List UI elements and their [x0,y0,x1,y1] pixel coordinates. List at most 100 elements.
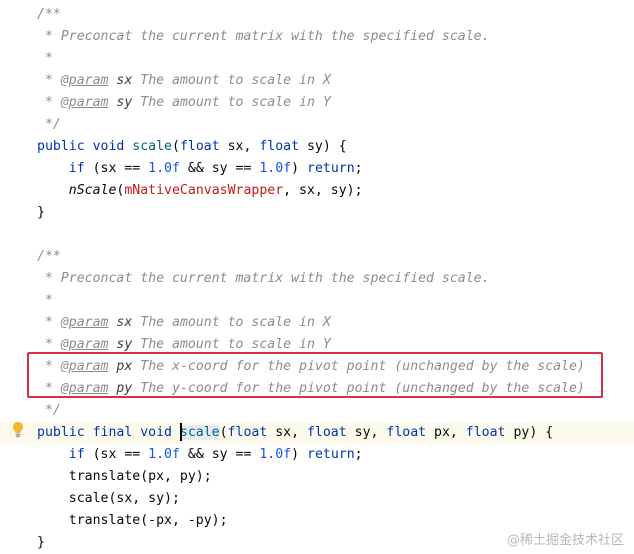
code-token: @param [60,73,109,88]
code-line[interactable]: * @param sx The amount to scale in X [0,312,634,334]
lightbulb-icon[interactable] [12,421,24,439]
code-line[interactable]: public void scale(float sx, float sy) { [0,136,634,158]
code-token [37,447,69,462]
code-line[interactable]: * @param sx The amount to scale in X [0,70,634,92]
code-line-text: public final void scale(float sx, float … [37,422,553,444]
code-line[interactable]: * @param py The y-coord for the pivot po… [0,378,634,400]
code-line-text: * @param sy The amount to scale in Y [37,334,331,356]
code-token: && sy == [179,161,260,176]
code-line[interactable]: /** [0,246,634,268]
code-token: 1.0f [148,161,180,176]
code-line[interactable]: * [0,290,634,312]
code-token: 1.0f [259,161,292,176]
code-line-text: scale(sx, sy); [37,488,180,510]
code-token: ( [219,425,228,440]
code-line[interactable]: */ [0,400,634,422]
code-line[interactable]: } [0,202,634,224]
code-line[interactable]: /** [0,4,634,26]
code-token: sy, [354,425,387,440]
watermark-text: @稀土掘金技术社区 [506,533,624,548]
code-token: @param [60,337,109,352]
code-line[interactable]: * @param px The x-coord for the pivot po… [0,356,634,378]
code-line-text: translate(-px, -py); [37,510,228,532]
code-line-text: * @param sx The amount to scale in X [37,70,331,92]
code-token: sy [116,95,133,110]
code-line[interactable]: translate(px, py); [0,466,634,488]
code-token: /** [37,7,61,22]
code-line-text: /** [37,4,61,26]
code-line-text: */ [37,114,61,136]
code-token: @param [60,381,109,396]
code-line-text: * @param sx The amount to scale in X [37,312,331,334]
code-line-text: * @param sy The amount to scale in Y [37,92,331,114]
code-line[interactable]: * Preconcat the current matrix with the … [0,268,634,290]
code-line[interactable]: * @param sy The amount to scale in Y [0,334,634,356]
code-token: ) [291,447,307,462]
code-token: return [307,447,355,462]
code-token: ; [354,447,363,462]
code-token: The amount to scale in X [132,315,331,330]
code-token: sx, [227,139,260,154]
code-line[interactable]: if (sx == 1.0f && sy == 1.0f) return; [0,444,634,466]
code-token: float [386,425,435,440]
code-token: if [68,161,93,176]
code-line[interactable]: * @param sy The amount to scale in Y [0,92,634,114]
code-token: * [37,95,61,110]
code-token: sy [116,337,133,352]
code-line-text: * Preconcat the current matrix with the … [37,268,490,290]
code-token: The amount to scale in X [132,73,331,88]
code-line[interactable]: public final void scale(float sx, float … [0,422,634,444]
code-token: (sx == [92,447,149,462]
text-caret [180,423,182,441]
code-token: } [37,205,45,220]
code-token: @param [60,359,109,374]
code-token: float [306,425,355,440]
code-line-text: * [37,290,53,312]
code-token: px, [434,425,466,440]
code-token: public final void [37,425,180,440]
code-line-text: if (sx == 1.0f && sy == 1.0f) return; [37,444,363,466]
code-token: The amount to scale in Y [132,95,331,110]
code-token: * Preconcat the current matrix with the … [37,271,490,286]
code-token: } [37,535,45,550]
code-token: scale [132,139,172,154]
code-token: * [37,337,61,352]
code-token: sx [116,315,133,330]
code-line-text: * Preconcat the current matrix with the … [37,26,490,48]
code-token: @param [60,315,109,330]
code-token: py [116,381,133,396]
code-line-text: if (sx == 1.0f && sy == 1.0f) return; [37,158,363,180]
code-line[interactable]: } [0,532,634,554]
code-token: public void [37,139,133,154]
code-line-text: nScale(mNativeCanvasWrapper, sx, sy); [37,180,363,202]
code-line-text: * [37,48,53,70]
code-line-text: } [37,202,45,224]
code-token: The amount to scale in Y [132,337,331,352]
code-token: ( [171,139,180,154]
code-line-text: public void scale(float sx, float sy) { [37,136,347,158]
code-line[interactable]: scale(sx, sy); [0,488,634,510]
code-token: float [259,139,307,154]
code-token: , sx, sy); [283,183,363,198]
code-line[interactable]: */ [0,114,634,136]
code-token: float [465,425,514,440]
code-line[interactable]: translate(-px, -py); [0,510,634,532]
code-token: ) [291,161,307,176]
code-token: /** [37,249,61,264]
code-line[interactable]: nScale(mNativeCanvasWrapper, sx, sy); [0,180,634,202]
code-line-text: } [37,532,45,554]
code-line[interactable]: * [0,48,634,70]
code-token: if [68,447,93,462]
code-token: translate(-px, -py); [37,513,228,528]
code-token: The y-coord for the pivot point (unchang… [132,381,585,396]
code-token: mNativeCanvasWrapper [124,183,284,198]
code-token: scale(sx, sy); [37,491,180,506]
code-token: 1.0f [259,447,292,462]
code-token: translate(px, py); [37,469,212,484]
code-token: * [37,381,61,396]
code-line[interactable]: if (sx == 1.0f && sy == 1.0f) return; [0,158,634,180]
code-line[interactable]: * Preconcat the current matrix with the … [0,26,634,48]
code-token: The x-coord for the pivot point (unchang… [132,359,585,374]
code-token [37,161,69,176]
